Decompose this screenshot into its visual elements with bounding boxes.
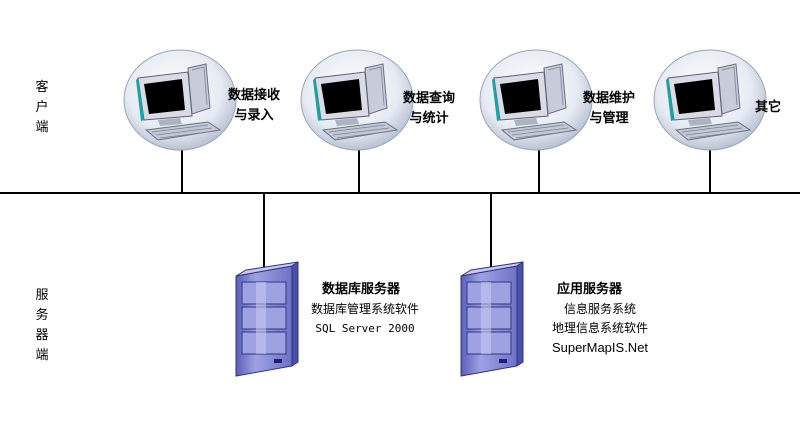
server-tower-icon — [235, 261, 299, 377]
client-label-line: 与管理 — [589, 111, 629, 126]
server-side-char: 端 — [35, 348, 49, 363]
client-label-line: 数据查询 — [403, 91, 456, 106]
client-label-other: 其它 — [755, 98, 781, 118]
client-label-line: 数据接收 — [228, 88, 281, 103]
client-side-label: 客 户 端 — [34, 78, 50, 138]
client-side-char: 端 — [35, 120, 49, 135]
server-side-char: 器 — [35, 328, 49, 343]
client-label-data-receive: 数据接收 与录入 — [228, 86, 280, 126]
server-tower-icon — [460, 261, 524, 377]
client-side-char: 客 — [35, 80, 49, 95]
server-side-char: 务 — [35, 308, 49, 323]
application-server-line: 地理信息系统软件 — [551, 321, 648, 335]
client-label-line: 与录入 — [234, 108, 274, 123]
computer-icon — [653, 49, 767, 151]
database-server-line: 数据库管理系统软件 — [310, 302, 419, 316]
application-server-line: 信息服务系统 — [563, 302, 636, 316]
application-server-line: SuperMapIS.Net — [551, 340, 649, 355]
computer-icon — [479, 49, 593, 151]
computer-icon — [123, 49, 237, 151]
client-label-data-query: 数据查询 与统计 — [403, 89, 455, 129]
client-label-line: 与统计 — [409, 111, 449, 126]
database-server-line: SQL Server 2000 — [315, 322, 415, 335]
client-label-line: 数据维护 — [583, 91, 636, 106]
client-side-char: 户 — [35, 100, 49, 115]
database-server-title: 数据库服务器 — [322, 282, 401, 297]
client-label-data-maintain: 数据维护 与管理 — [583, 89, 635, 129]
computer-icon — [300, 49, 414, 151]
client-label-line: 其它 — [755, 100, 782, 115]
server-side-label: 服 务 器 端 — [34, 286, 50, 366]
application-server-title: 应用服务器 — [557, 282, 623, 297]
server-side-char: 服 — [35, 288, 49, 303]
